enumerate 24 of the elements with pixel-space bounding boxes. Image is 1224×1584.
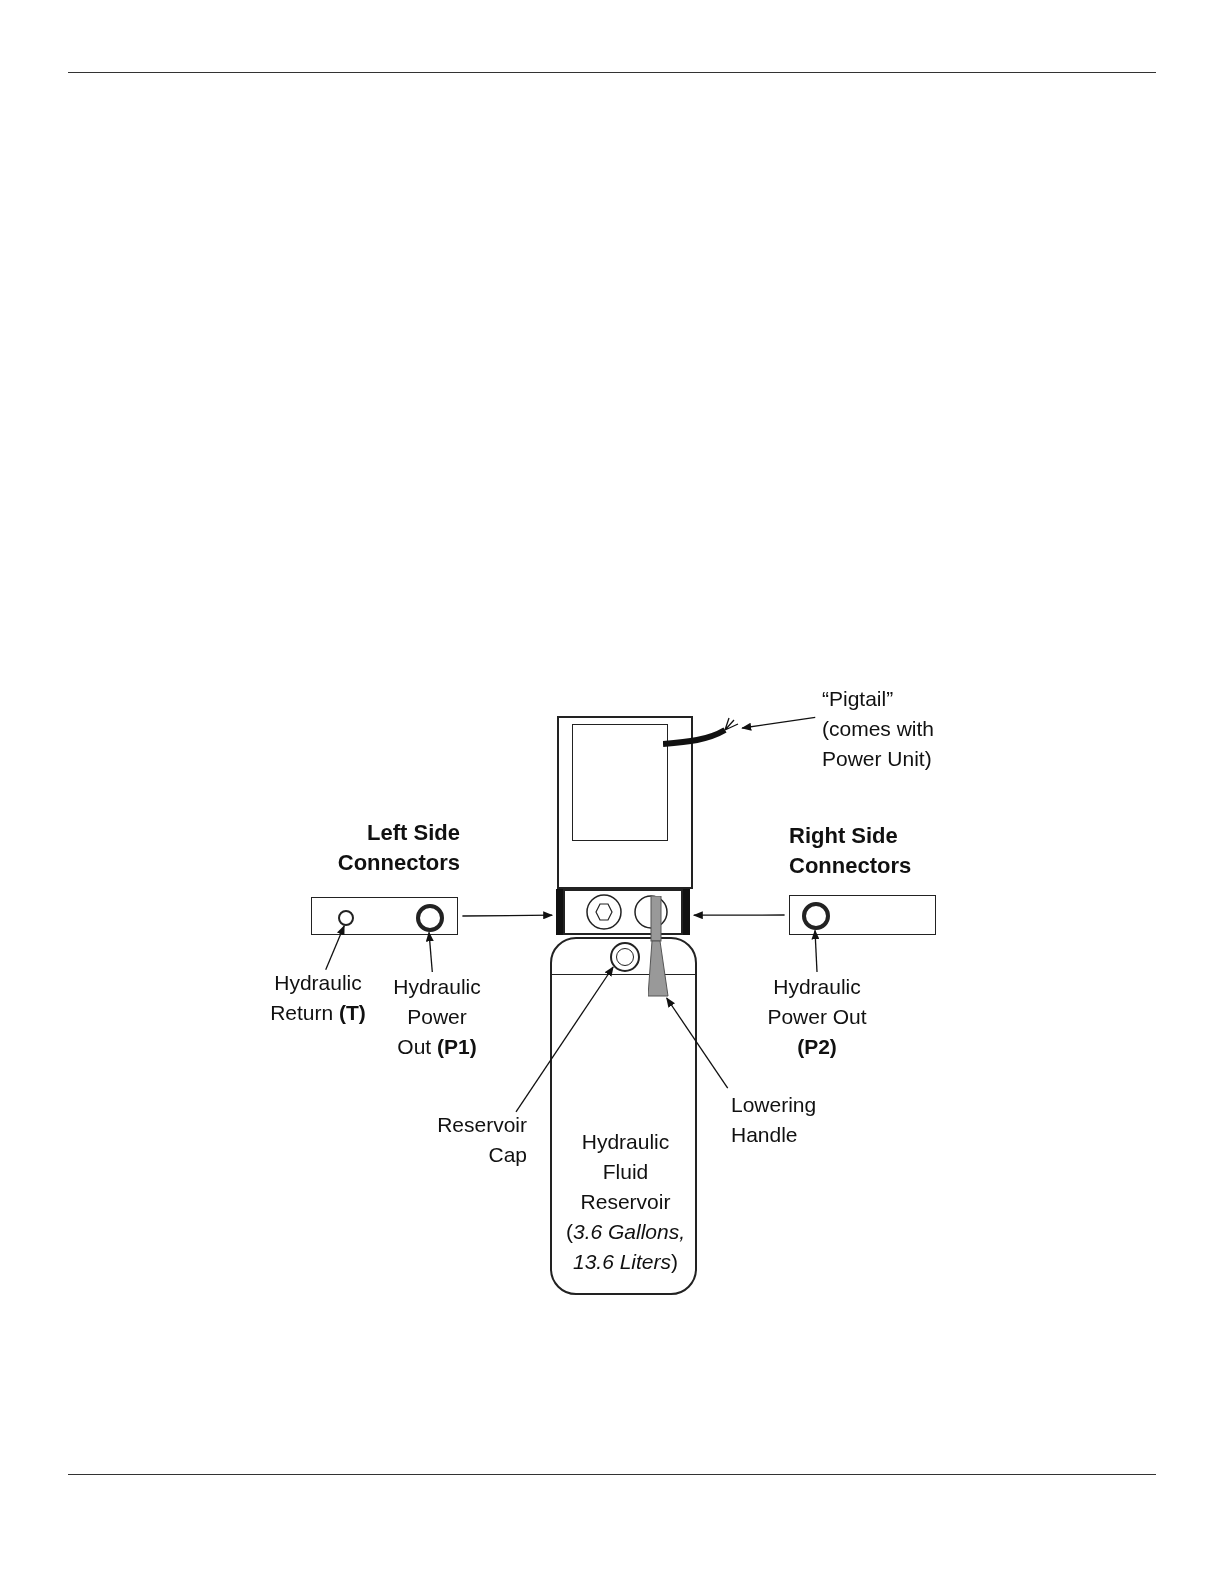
leader-arrow bbox=[692, 911, 786, 920]
leader-arrow bbox=[425, 931, 434, 973]
port-fitting bbox=[802, 902, 830, 930]
connector-heading: Left Side Connectors bbox=[336, 819, 460, 877]
reservoir-tank bbox=[550, 937, 697, 1295]
tank-label: Hydraulic Fluid Reservoir (3.6 Gallons, 13.6 Liters) bbox=[564, 1129, 687, 1275]
leader-arrow bbox=[811, 929, 820, 973]
callout-text: Reservoir Cap bbox=[417, 1110, 527, 1170]
reservoir-cap bbox=[610, 942, 640, 972]
leader-arrow bbox=[515, 966, 614, 1113]
connector-heading: Right Side Connectors bbox=[789, 822, 913, 880]
leader-arrow bbox=[666, 997, 729, 1089]
leader-arrow bbox=[461, 911, 554, 920]
callout-text: Lowering Handle bbox=[731, 1090, 841, 1150]
leader-arrow bbox=[325, 924, 345, 971]
motor-housing bbox=[557, 716, 693, 889]
leader-arrow bbox=[741, 716, 816, 731]
port-fitting bbox=[338, 910, 354, 926]
lowering-handle bbox=[648, 896, 670, 998]
callout-text: Hydraulic Power Out (P2) bbox=[757, 972, 877, 1062]
callout-text: Hydraulic Power Out (P1) bbox=[390, 972, 484, 1062]
callout-text: Hydraulic Return (T) bbox=[263, 968, 373, 1028]
port-fitting bbox=[416, 904, 444, 932]
callout-text: “Pigtail” (comes with Power Unit) bbox=[822, 684, 957, 774]
